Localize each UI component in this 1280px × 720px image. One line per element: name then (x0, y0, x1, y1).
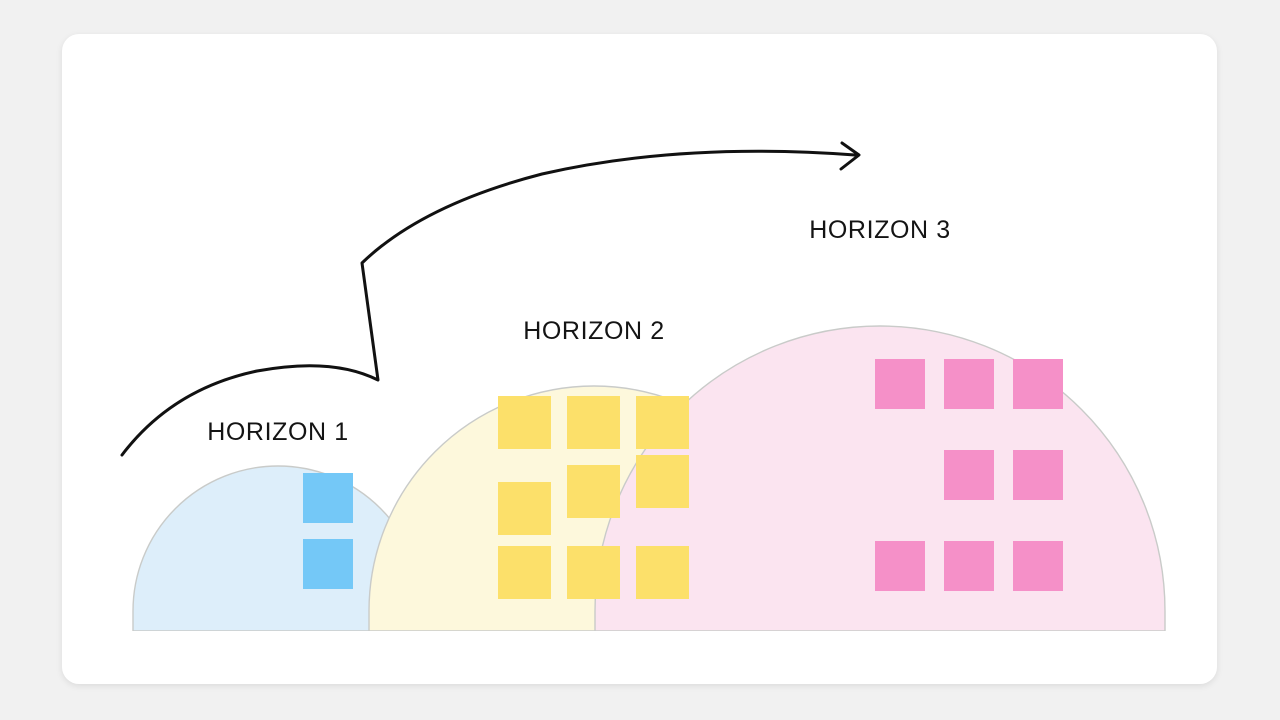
horizon-2-card-2[interactable] (567, 396, 620, 449)
horizon-1-card-1[interactable] (303, 473, 353, 523)
horizon-1-label: HORIZON 1 (207, 418, 349, 446)
diagram-card: HORIZON 1 HORIZON 2 HORIZON 3 (62, 34, 1217, 684)
horizon-3-card-8[interactable] (1013, 541, 1063, 591)
horizon-2-card-5[interactable] (567, 465, 620, 518)
horizon-3-label: HORIZON 3 (809, 216, 951, 244)
horizon-2-card-8[interactable] (567, 546, 620, 599)
three-horizons-diagram (120, 141, 1166, 631)
horizon-3-card-2[interactable] (944, 359, 994, 409)
growth-arrow (120, 141, 861, 457)
horizon-2-card-3[interactable] (636, 396, 689, 449)
horizon-2-card-4[interactable] (498, 482, 551, 535)
growth-arrow-line (120, 149, 857, 457)
horizon-1-card-2[interactable] (303, 539, 353, 589)
horizon-3-card-7[interactable] (944, 541, 994, 591)
horizon-3-card-4[interactable] (944, 450, 994, 500)
horizon-2-label: HORIZON 2 (523, 317, 665, 345)
horizon-2-card-1[interactable] (498, 396, 551, 449)
horizon-3-card-3[interactable] (1013, 359, 1063, 409)
horizon-2-card-7[interactable] (498, 546, 551, 599)
horizon-3-card-6[interactable] (875, 541, 925, 591)
horizon-2-card-6[interactable] (636, 455, 689, 508)
growth-arrow-head (839, 141, 861, 171)
horizon-3-card-1[interactable] (875, 359, 925, 409)
horizon-cards-group (303, 359, 1063, 599)
horizon-3-card-5[interactable] (1013, 450, 1063, 500)
horizon-2-card-9[interactable] (636, 546, 689, 599)
